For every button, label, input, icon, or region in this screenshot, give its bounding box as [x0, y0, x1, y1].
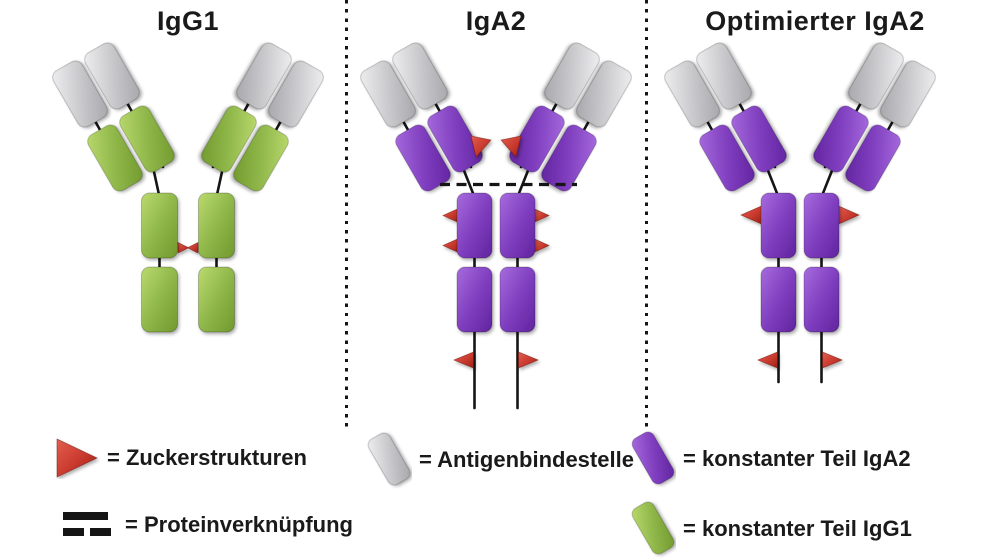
right-arm	[811, 40, 939, 194]
legend-label: = Proteinverknüpfung	[125, 512, 353, 537]
fc-region	[141, 192, 235, 333]
right-arm	[199, 40, 327, 194]
gray-domain-icon	[367, 432, 411, 486]
legend-label: = Antigenbindestelle	[419, 447, 634, 472]
dotted-divider-left	[345, 0, 349, 428]
panel-title-optimized-iga2: Optimierter IgA2	[705, 6, 925, 36]
legend-item-antigenbindestelle: = Antigenbindestelle	[366, 428, 634, 492]
legend-item-zuckerstrukturen: = Zuckerstrukturen	[54, 436, 307, 480]
fc-region	[456, 192, 536, 333]
left-arm	[358, 40, 486, 194]
left-arm	[50, 40, 178, 194]
iga2-diagram	[326, 0, 666, 410]
tailpieces	[473, 328, 519, 410]
legend-label: = Zuckerstrukturen	[107, 445, 307, 470]
right-arm	[507, 40, 635, 194]
left-arm	[662, 40, 790, 194]
tailpieces	[777, 328, 823, 384]
legend-label: = konstanter Teil IgG1	[683, 516, 912, 541]
panel-title-iga2: IgA2	[465, 6, 527, 36]
igg1-diagram	[18, 0, 358, 333]
dashed-line-icon	[63, 512, 111, 536]
fc-region	[760, 192, 840, 333]
legend-label: = konstanter Teil IgA2	[683, 446, 911, 471]
green-domain-icon	[631, 501, 675, 555]
glycan-triangles	[177, 241, 199, 254]
glycan-triangles	[740, 205, 860, 369]
optimized-iga2-diagram	[630, 0, 970, 384]
purple-domain-icon	[631, 431, 675, 485]
legend-item-proteinverknuepfung: = Proteinverknüpfung	[62, 508, 353, 542]
legend-item-konstanter-teil-iga2: = konstanter Teil IgA2	[630, 428, 911, 490]
dotted-divider-right	[645, 0, 649, 428]
glycan-triangles	[442, 135, 550, 369]
panel-title-igg1: IgG1	[156, 6, 219, 36]
red-triangle-icon	[56, 438, 98, 478]
legend-item-konstanter-teil-igg1: = konstanter Teil IgG1	[630, 498, 912, 560]
